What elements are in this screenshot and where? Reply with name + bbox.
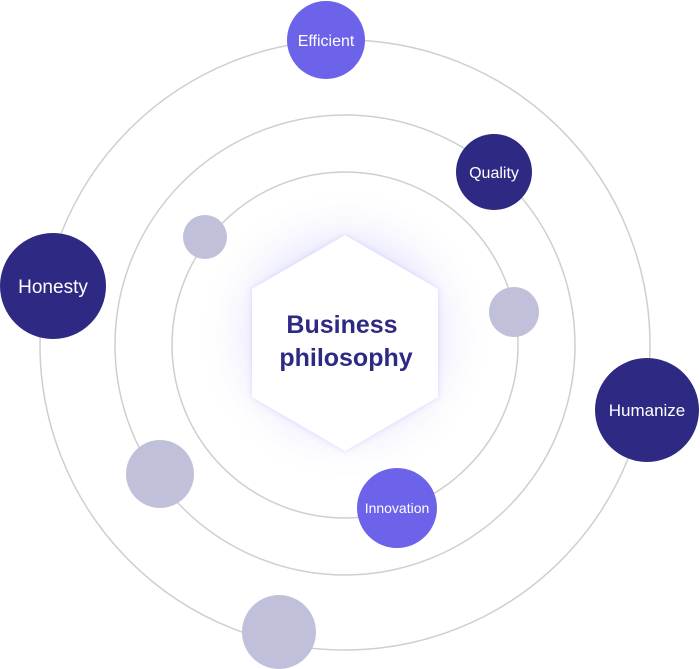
node-honesty: Honesty <box>0 233 106 339</box>
node-quality: Quality <box>456 134 532 210</box>
node-humanize: Humanize <box>595 358 699 462</box>
node-innovation-label: Innovation <box>365 500 430 516</box>
node-efficient: Efficient <box>287 1 365 79</box>
node-efficient-label: Efficient <box>298 33 355 50</box>
decor-node-inner-top-left <box>183 215 227 259</box>
center-title-line2: philosophy <box>279 344 412 372</box>
center-hexagon <box>252 235 438 451</box>
decor-node-middle-bottom-left <box>126 440 194 508</box>
decor-node-inner-right <box>489 287 539 337</box>
decor-node-outer-bottom <box>242 595 316 669</box>
middle-ring <box>114 114 576 576</box>
center-title-line1: Business <box>286 311 397 339</box>
inner-ring <box>171 171 519 519</box>
node-quality-label: Quality <box>469 165 519 182</box>
node-humanize-label: Humanize <box>609 401 686 420</box>
node-innovation: Innovation <box>357 468 437 548</box>
node-honesty-label: Honesty <box>18 277 88 298</box>
